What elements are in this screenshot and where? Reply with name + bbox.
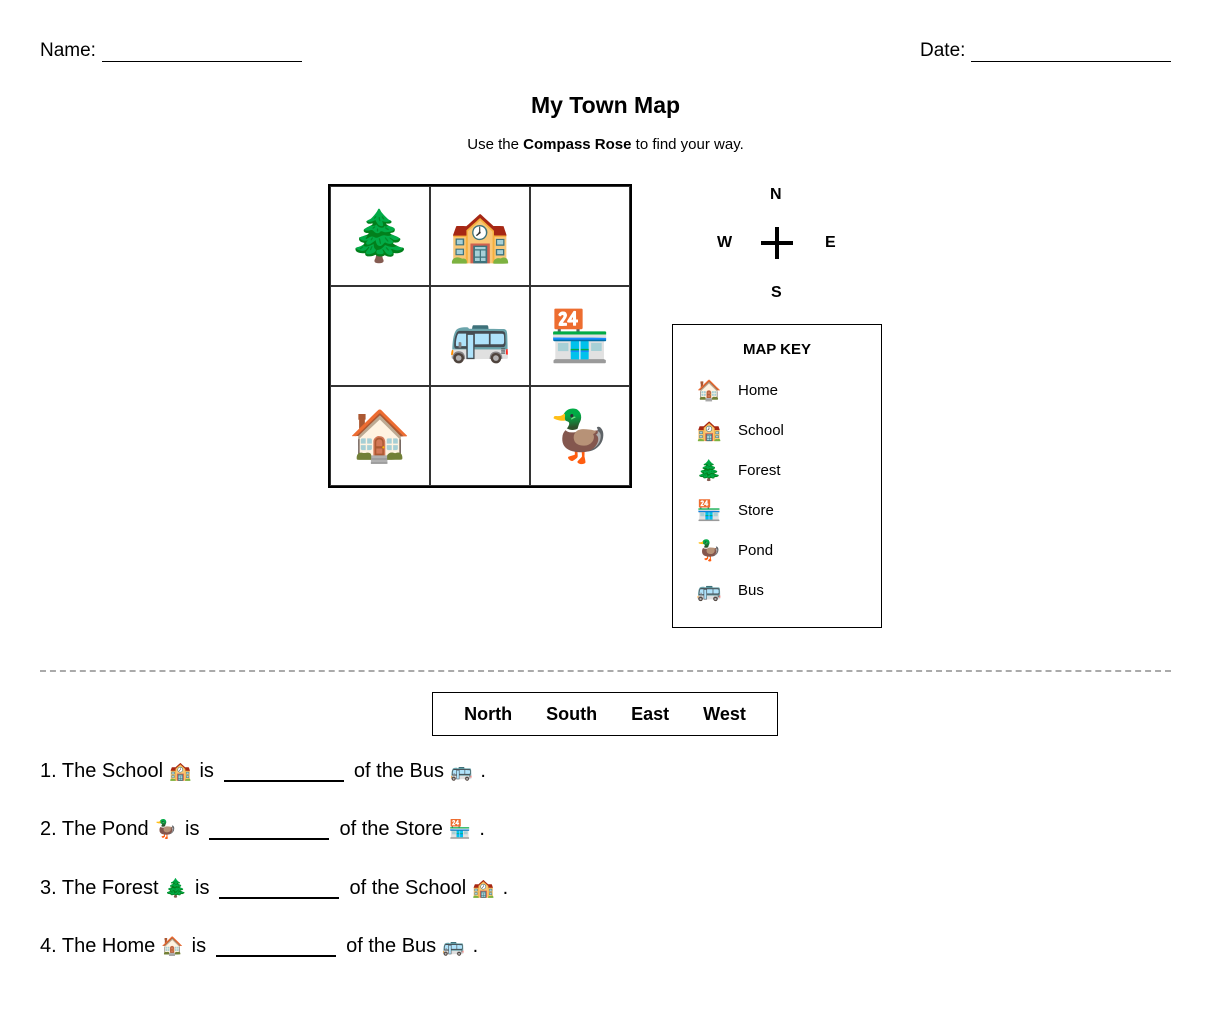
question-end: . — [502, 877, 509, 899]
tree-icon: 🌲 — [164, 878, 187, 898]
key-item-store: 🏪 Store — [695, 496, 774, 524]
compass-east-label: E — [825, 234, 836, 251]
answer-blank[interactable] — [216, 937, 337, 957]
question-3: 3. The Forest 🌲 is of the School 🏫 . — [40, 877, 508, 900]
word-bank: North South East West — [432, 692, 778, 736]
bus-icon: 🚌 — [442, 936, 465, 956]
question-is: is — [185, 818, 200, 840]
question-middle: of the Bus — [353, 760, 444, 782]
question-is: is — [191, 935, 207, 957]
key-item-label: School — [738, 421, 784, 439]
question-2: 2. The Pond 🦆 is of the Store 🏪 . — [40, 818, 485, 841]
answer-blank[interactable] — [209, 820, 330, 840]
compass-north-label: N — [770, 186, 782, 203]
key-item-label: Pond — [738, 541, 774, 559]
question-middle: of the Store — [339, 818, 443, 840]
grid-cell-bus-icon: 🚌 — [430, 286, 530, 386]
question-1: 1. The School 🏫 is of the Bus 🚌 . — [40, 760, 486, 783]
key-item-pond: 🦆 Pond — [695, 536, 774, 564]
store-icon: 🏪 — [448, 819, 472, 839]
home-icon: 🏠 — [696, 379, 722, 402]
instructions-before: Use the — [467, 136, 524, 153]
compass-south-label: S — [771, 284, 782, 301]
question-middle: of the Bus — [346, 935, 437, 957]
grid-cell-empty — [530, 186, 630, 286]
tree-icon: 🌲 — [696, 459, 722, 482]
duck-icon: 🦆 — [154, 819, 178, 839]
question-end: . — [479, 818, 485, 840]
question-end: . — [472, 935, 479, 957]
grid-cell-store-icon: 🏪 — [530, 286, 630, 386]
school-icon: 🏫 — [169, 761, 192, 781]
instructions-bold: Compass Rose — [523, 136, 632, 153]
word-bank-south: South — [546, 703, 598, 724]
map-key-title: MAP KEY — [742, 341, 812, 358]
bus-icon: 🚌 — [696, 579, 722, 602]
grid-cell-forest-icon: 🌲 — [330, 186, 430, 286]
key-item-home: 🏠 Home — [695, 376, 778, 404]
grid-cell-home-icon: 🏠 — [330, 386, 430, 486]
name-write-line[interactable] — [101, 45, 302, 62]
instructions-after: to find your way. — [631, 136, 744, 153]
bus-icon: 🚌 — [449, 761, 473, 781]
key-item-label: Store — [738, 501, 774, 519]
key-item-bus: 🚌 Bus — [695, 576, 764, 604]
question-is: is — [199, 760, 214, 782]
question-prefix: 2. The Pond — [40, 818, 149, 840]
key-item-label: Bus — [738, 581, 764, 599]
grid-cell-school-icon: 🏫 — [430, 186, 530, 286]
school-icon: 🏫 — [696, 419, 722, 442]
store-icon: 🏪 — [696, 499, 722, 522]
answer-blank[interactable] — [219, 879, 340, 899]
question-prefix: 4. The Home — [40, 935, 156, 957]
date-field: Date: — [920, 40, 1172, 62]
question-is: is — [195, 877, 210, 899]
question-4: 4. The Home 🏠 is of the Bus 🚌 . — [40, 935, 478, 958]
duck-icon: 🦆 — [696, 539, 722, 562]
date-label: Date: — [920, 40, 966, 61]
town-map-grid: 🌲 🏫 🚌 🏪 🏠 🦆 — [328, 184, 632, 488]
question-middle: of the School — [349, 877, 467, 899]
grid-cell-empty — [430, 386, 530, 486]
compass-cross-icon — [761, 227, 793, 259]
key-item-label: Home — [738, 381, 779, 399]
compass-west-label: W — [717, 234, 733, 251]
answer-blank[interactable] — [223, 762, 344, 782]
section-divider — [40, 670, 1171, 672]
question-prefix: 3. The Forest — [40, 877, 159, 899]
key-item-school: 🏫 School — [695, 416, 784, 444]
school-icon: 🏫 — [472, 878, 495, 898]
grid-cell-empty — [330, 286, 430, 386]
name-field: Name: — [40, 40, 302, 62]
key-item-forest: 🌲 Forest — [695, 456, 781, 484]
compass-rose: N W E S — [707, 184, 847, 304]
page-title: My Town Map — [530, 92, 681, 118]
question-prefix: 1. The School — [40, 760, 164, 782]
instructions: Use the Compass Rose to find your way. — [0, 136, 1211, 153]
word-bank-east: East — [631, 703, 670, 724]
word-bank-west: West — [703, 703, 746, 724]
date-write-line[interactable] — [971, 45, 1172, 62]
word-bank-north: North — [464, 703, 513, 724]
home-icon: 🏠 — [161, 936, 184, 956]
map-key: MAP KEY 🏠 Home 🏫 School 🌲 Forest 🏪 Store… — [672, 324, 882, 628]
key-item-label: Forest — [738, 461, 781, 479]
question-end: . — [480, 760, 486, 782]
name-label: Name: — [40, 40, 96, 61]
grid-cell-pond-icon: 🦆 — [530, 386, 630, 486]
